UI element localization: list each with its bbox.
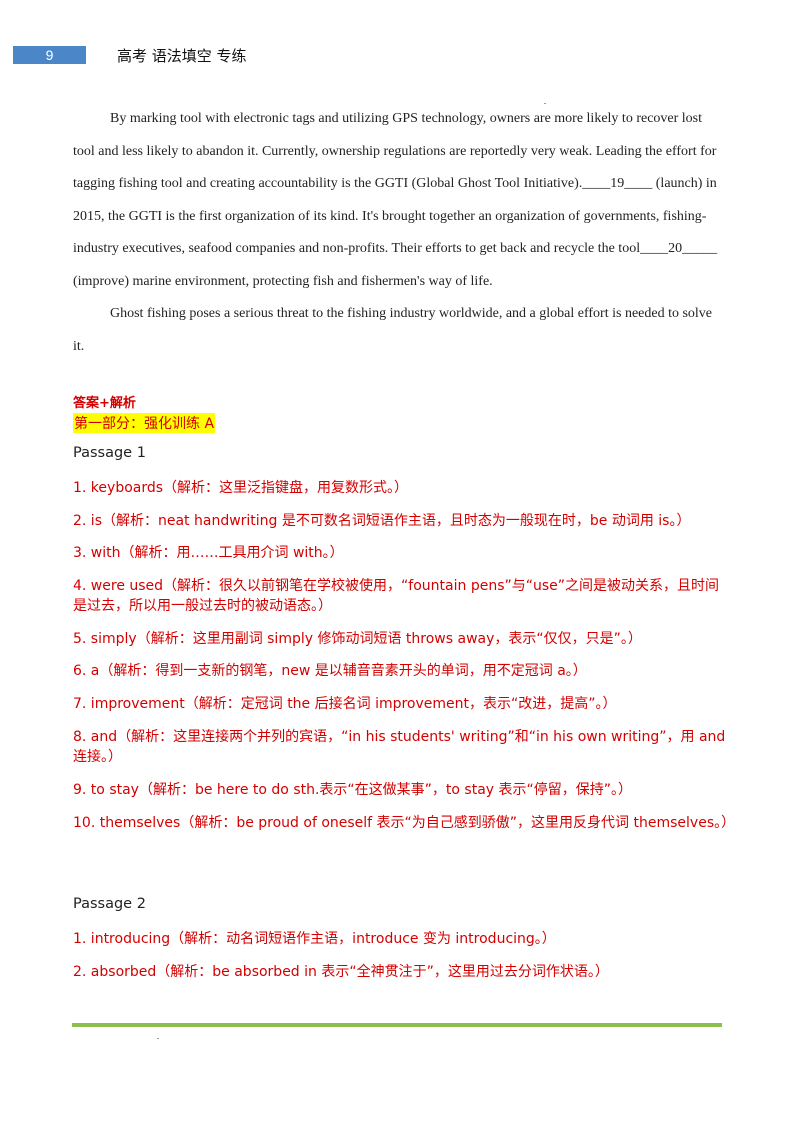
passage-line-text: Ghost fishing poses a serious threat to … — [110, 306, 713, 321]
answer-item: 1. keyboards（解析：这里泛指键盘，用复数形式。） — [73, 480, 409, 496]
passage-paragraph-1: By marking tool with electronic tags and… — [73, 103, 723, 299]
answer-item: 10. themselves（解析：be proud of oneself 表示… — [73, 815, 736, 831]
passage-line: 2015, the GGTI is the first organization… — [73, 208, 707, 224]
answer-item: 9. to stay（解析：be here to do sth.表示“在这做某事… — [73, 782, 633, 798]
passage-line-text: tagging fishing tool and creating accoun… — [73, 176, 583, 192]
part-label: 第一部分：强化训练 A — [73, 413, 216, 433]
answer-item: 6. a（解析：得到一支新的钢笔，new 是以辅音音素开头的单词，用不定冠词 a… — [73, 663, 587, 679]
answer-item: 2. absorbed（解析：be absorbed in 表示“全神贯注于”，… — [73, 964, 609, 980]
answer-item: 8. and（解析：这里连接两个并列的宾语，“in his students' … — [73, 729, 726, 765]
passage-line: it. — [73, 338, 85, 354]
answer-item: 5. simply（解析：这里用副词 simply 修饰动词短语 throws … — [73, 631, 642, 647]
answer-item: 7. improvement（解析：定冠词 the 后接名词 improveme… — [73, 696, 617, 712]
passage-line: tool and less likely to abandon it. Curr… — [73, 143, 717, 159]
answer-item: 4. were used（解析：很久以前钢笔在学校被使用，“fountain p… — [73, 578, 720, 614]
passage-line: (improve) marine environment, protecting… — [73, 273, 493, 289]
answer-item: 2. is（解析：neat handwriting 是不可数名词短语作主语，且时… — [73, 513, 691, 529]
blank-20: ____20_____ — [640, 241, 718, 257]
passage-1-label: Passage 1 — [73, 445, 146, 461]
passage-line: industry executives, seafood companies a… — [73, 233, 723, 266]
answer-item: 1. introducing（解析：动名词短语作主语，introduce 变为 … — [73, 931, 556, 947]
decorative-dot — [157, 1038, 159, 1039]
passage-2-label: Passage 2 — [73, 896, 146, 912]
footer-rule — [72, 1023, 722, 1027]
header-title: 高考 语法填空 专练 — [117, 47, 247, 65]
passage-line: By marking tool with electronic tags and… — [73, 103, 723, 136]
decorative-dot — [544, 103, 546, 104]
blank-19: ____19____ — [582, 176, 653, 192]
passage-line-text: industry executives, seafood companies a… — [73, 241, 641, 257]
passage-paragraph-2: Ghost fishing poses a serious threat to … — [73, 298, 723, 363]
passage-line-text: By marking tool with electronic tags and… — [110, 111, 703, 126]
answer-item: 3. with（解析：用……工具用介词 with。） — [73, 545, 344, 561]
page-number-badge: 9 — [13, 46, 86, 64]
passage-line: tagging fishing tool and creating accoun… — [73, 168, 723, 201]
answers-heading: 答案+解析 — [73, 396, 136, 411]
passage-line-text: (launch) in — [652, 176, 717, 192]
passage-line: Ghost fishing poses a serious threat to … — [73, 298, 723, 331]
